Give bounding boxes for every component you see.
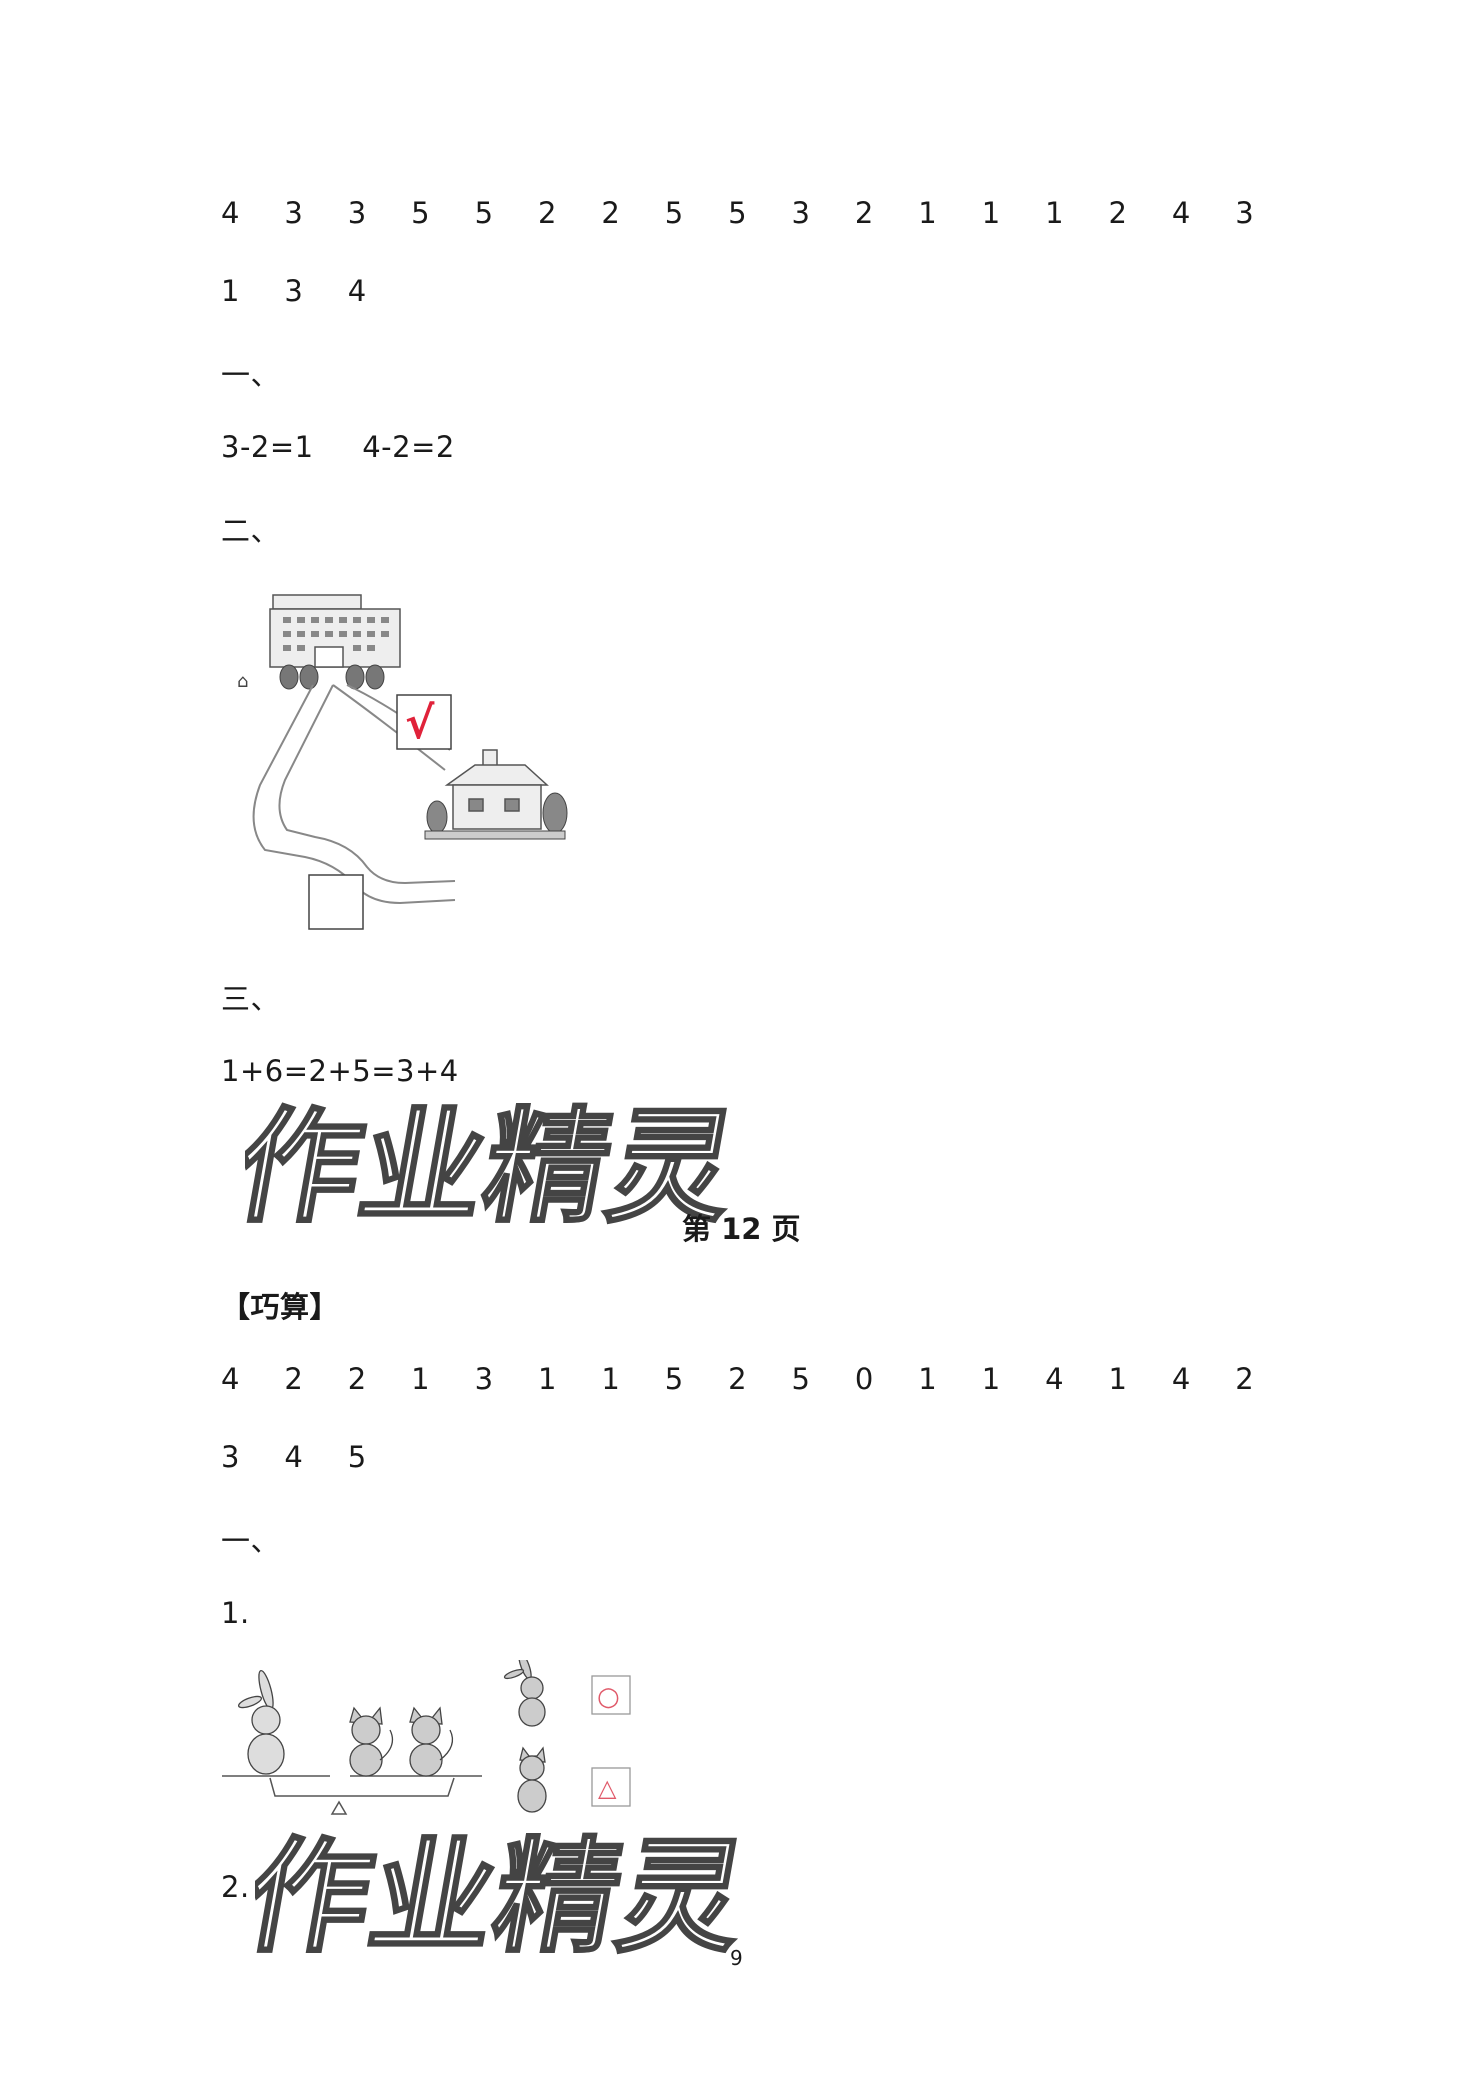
answer-box-empty [308,874,364,930]
section-heading-two: 二、 [221,514,281,548]
cat-icon [349,1706,394,1777]
answer-number: 2 [284,1362,303,1396]
answer-number: 4 [221,1362,240,1396]
rabbit-icon [237,1669,285,1775]
seesaw [222,1775,482,1815]
page-number: 9 [730,1946,743,1970]
answer-number: 5 [728,196,747,230]
answer-number: 4 [284,1440,303,1474]
answer-number: 1 [981,1362,1001,1396]
answer-row-2: 1 3 4 [221,274,411,308]
section-heading-one: 一、 [221,358,281,392]
answer-number: 5 [411,196,430,230]
triangle-box [591,1767,631,1807]
rabbit-icon [503,1660,546,1727]
answer-number: 1 [918,196,937,230]
answer-number: 1 [537,1362,557,1396]
balance-illustration: ○ △ [222,1660,631,1815]
circle-symbol: ○ [597,1682,620,1712]
answer-number: 2 [601,196,620,230]
answer-number: 1 [918,1362,937,1396]
answer-number: 5 [474,196,494,230]
answer-number: 2 [1235,1362,1254,1396]
answer-number: 2 [537,196,557,230]
answer-row-1: 4 3 3 5 5 2 2 5 5 3 2 1 1 1 2 4 3 [221,196,1299,230]
answer-number: 1 [411,1362,430,1396]
answer-number: 4 [221,196,240,230]
house [444,749,549,830]
answer-number: 3 [347,196,367,230]
section-heading-three: 三、 [221,982,281,1016]
svg-text:⌂: ⌂ [237,671,248,692]
answer-number: 3 [221,1440,240,1474]
sum-line: 1+6=2+5=3+4 [221,1054,459,1088]
item-2-label: 2. [221,1870,250,1904]
cat-icon [409,1706,454,1777]
equation-line: 3-2=1 4-2=2 [221,430,455,464]
answer-number: 4 [347,274,367,308]
svg-text:作业精灵: 作业精灵 [245,1096,746,1230]
answer-row-3: 4 2 2 1 3 1 1 5 2 5 0 1 1 4 1 4 2 [221,1362,1299,1396]
answer-number: 5 [347,1440,367,1474]
circle-box [591,1675,631,1715]
answer-number: 1 [221,274,240,308]
answer-number: 5 [664,1362,684,1396]
answer-number: 3 [284,196,303,230]
answer-number: 1 [1108,1362,1127,1396]
answer-number: 3 [284,274,303,308]
answer-number: 1 [601,1362,620,1396]
answer-number: 5 [664,196,684,230]
section-heading-one-b: 一、 [221,1524,281,1558]
page-title: 第 12 页 [682,1212,801,1246]
watermark-logo: 作业精灵 [255,1825,757,1960]
answer-number: 4 [1045,1362,1064,1396]
cat-icon [517,1746,547,1813]
answer-number: 2 [347,1362,367,1396]
school-path-illustration: ⌂ √ [237,594,568,930]
answer-number: 1 [1045,196,1064,230]
answer-number: 5 [791,1362,810,1396]
answer-number: 2 [1108,196,1127,230]
check-mark: √ [405,698,435,749]
triangle-symbol: △ [598,1774,617,1802]
answer-number: 3 [474,1362,494,1396]
answer-number: 3 [1235,196,1254,230]
answer-number: 4 [1171,1362,1191,1396]
answer-number: 2 [854,196,874,230]
answer-number: 0 [854,1362,874,1396]
answer-number: 4 [1171,196,1191,230]
trees [279,664,385,690]
svg-text:作业精灵: 作业精灵 [255,1826,756,1960]
check-box [396,694,452,750]
watermark-logo: 作业精灵 [245,1095,747,1230]
answer-row-4: 3 4 5 [221,1440,411,1474]
school-building [269,594,401,668]
answer-number: 1 [981,196,1001,230]
item-1-label: 1. [221,1596,250,1630]
answer-number: 3 [791,196,810,230]
answer-number: 2 [728,1362,747,1396]
house-trees [424,792,568,840]
section-label-qiaosuan: 【巧算】 [221,1290,340,1324]
